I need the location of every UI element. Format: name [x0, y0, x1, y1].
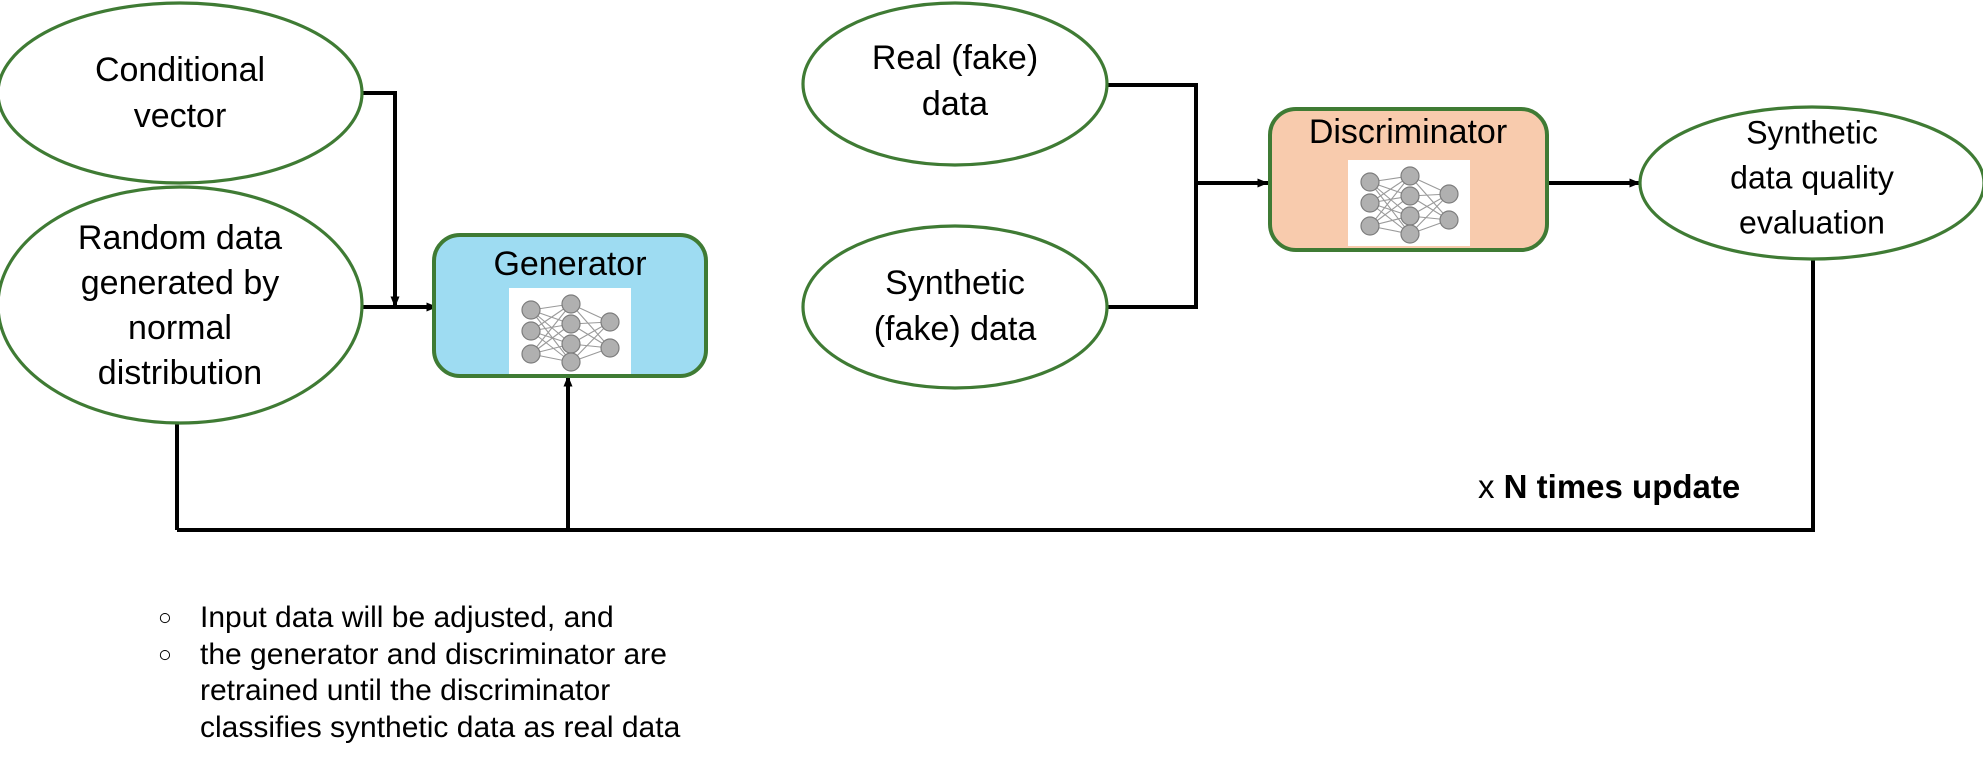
discriminator-label: Discriminator — [1309, 113, 1507, 151]
node-synthetic-data[interactable]: Synthetic (fake) data — [801, 224, 1109, 390]
real-data-label-line1: Real (fake) — [872, 39, 1038, 77]
caption-item-1-text: Input data will be adjusted, and — [200, 601, 614, 634]
edge-evaluation-feedback-bus — [177, 258, 1815, 532]
random-data-label-line2: generated by — [81, 264, 280, 302]
node-conditional-vector[interactable]: Conditional vector — [0, 1, 364, 185]
evaluation-label-line3: evaluation — [1739, 204, 1885, 240]
caption-list: ○ Input data will be adjusted, and ○ the… — [150, 600, 870, 746]
caption-item-2-line-1: the generator and discriminator are — [200, 637, 667, 671]
caption-item-2-line-3: classifies synthetic data as real data — [200, 710, 681, 744]
random-data-label-line4: distribution — [98, 354, 262, 392]
evaluation-label-line2: data quality — [1730, 159, 1894, 195]
loop-count-prefix: x — [1478, 468, 1504, 505]
edge-real-data-to-discriminator — [1108, 83, 1269, 188]
conditional-vector-label-line2: vector — [134, 97, 227, 135]
node-real-data[interactable]: Real (fake) data — [801, 1, 1109, 167]
bullet-circle-icon: ○ — [158, 604, 172, 630]
caption-item-1: ○ Input data will be adjusted, and — [150, 600, 870, 637]
loop-count-label: x N times update — [1478, 468, 1740, 506]
node-random-data[interactable]: Random data generated by normal distribu… — [0, 185, 364, 425]
edge-synthetic-data-to-discriminator — [1108, 183, 1198, 309]
synthetic-data-label-line1: Synthetic — [885, 264, 1025, 302]
generator-label: Generator — [493, 245, 646, 283]
node-discriminator[interactable]: Discriminator — [1268, 107, 1549, 252]
caption-item-2-text: the generator and discriminator are retr… — [200, 637, 870, 747]
generator-neural-network-icon — [508, 287, 632, 375]
conditional-vector-label-line1: Conditional — [95, 51, 265, 89]
node-evaluation[interactable]: Synthetic data quality evaluation — [1638, 105, 1983, 261]
loop-count-text: N times update — [1503, 468, 1741, 505]
synthetic-data-label-line2: (fake) data — [874, 310, 1037, 348]
node-generator[interactable]: Generator — [432, 233, 708, 378]
caption-item-2-line-2: retrained until the discriminator — [200, 674, 611, 708]
real-data-label-line2: data — [922, 85, 988, 123]
bullet-circle-icon: ○ — [158, 640, 172, 667]
evaluation-label-line1: Synthetic — [1746, 114, 1878, 150]
discriminator-neural-network-icon — [1347, 159, 1471, 247]
random-data-label-line3: normal — [128, 309, 232, 347]
caption-item-2: ○ the generator and discriminator are re… — [150, 637, 870, 747]
random-data-label-line1: Random data — [78, 219, 282, 257]
